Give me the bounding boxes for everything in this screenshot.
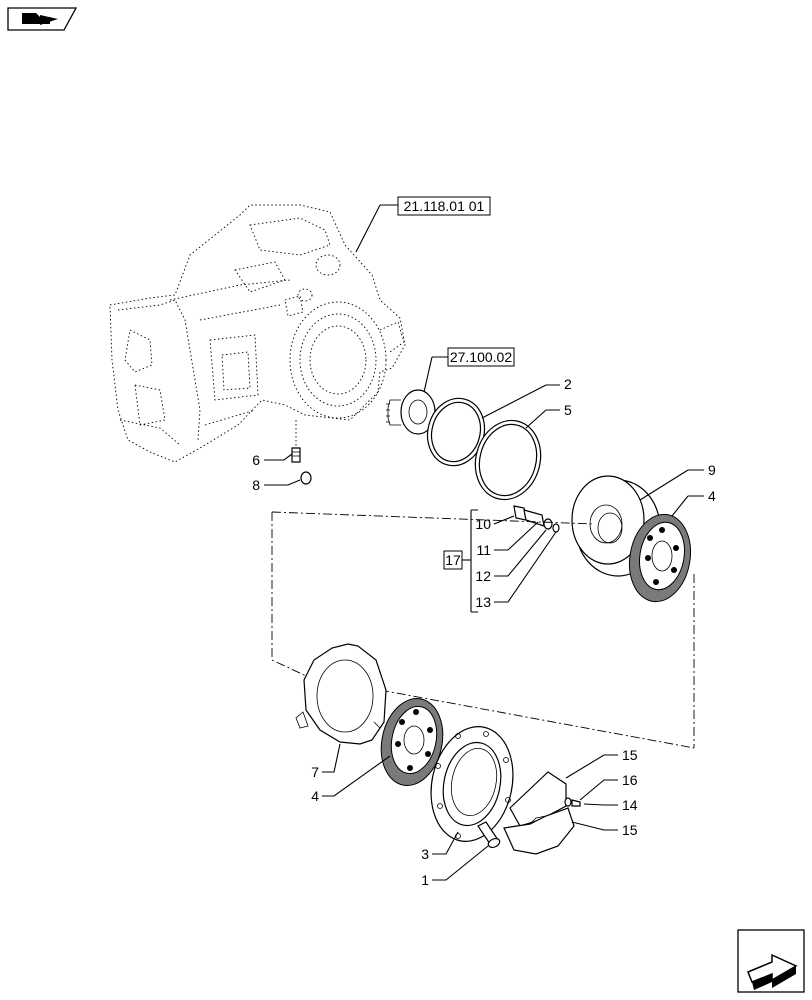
callout-2: 2 bbox=[564, 376, 572, 392]
callout-5: 5 bbox=[564, 402, 572, 418]
part-4-friction-disc-lower bbox=[380, 698, 444, 786]
reference-box-kit[interactable]: 17 bbox=[443, 550, 463, 570]
part-5-ring bbox=[474, 419, 542, 501]
callout-1: 1 bbox=[421, 872, 429, 888]
callout-10: 10 bbox=[475, 516, 491, 532]
reference-label-housing: 21.118.01 01 bbox=[404, 198, 485, 214]
previous-page-icon[interactable] bbox=[7, 7, 78, 31]
callout-16: 16 bbox=[622, 772, 638, 788]
reference-label-hub: 27.100.02 bbox=[450, 349, 512, 365]
callout-12: 12 bbox=[475, 568, 491, 584]
hub-assembly bbox=[386, 389, 436, 435]
callout-9: 9 bbox=[708, 462, 716, 478]
bleeder-valve-kit bbox=[513, 505, 560, 533]
callout-4-lower: 4 bbox=[311, 788, 319, 804]
callout-11: 11 bbox=[476, 542, 491, 558]
callout-4-upper: 4 bbox=[708, 488, 716, 504]
callout-labels: 1 2 3 4 4 5 6 7 8 9 10 11 12 13 14 15 15… bbox=[252, 376, 716, 888]
callout-6: 6 bbox=[252, 452, 260, 468]
part-3-brake-cover bbox=[430, 726, 514, 842]
reference-box-hub[interactable]: 27.100.02 bbox=[447, 347, 515, 367]
callout-8: 8 bbox=[252, 477, 260, 493]
callout-13: 13 bbox=[475, 594, 491, 610]
next-page-icon[interactable] bbox=[737, 929, 805, 993]
part-2-ring bbox=[426, 397, 486, 467]
reference-box-housing[interactable]: 21.118.01 01 bbox=[397, 196, 491, 216]
reference-label-kit: 17 bbox=[445, 552, 461, 568]
part-14-16-screw bbox=[564, 797, 581, 807]
part-7-pressure-plate bbox=[295, 643, 387, 745]
part-15-cover-plates bbox=[503, 771, 575, 855]
callout-14: 14 bbox=[622, 797, 638, 813]
transmission-housing bbox=[109, 204, 406, 463]
callout-15-lower: 15 bbox=[622, 822, 638, 838]
callout-15-upper: 15 bbox=[622, 747, 638, 763]
part-1-bolt bbox=[477, 821, 501, 849]
leader-lines bbox=[264, 204, 704, 881]
part-6-plug bbox=[291, 420, 301, 463]
callout-7: 7 bbox=[311, 764, 319, 780]
part-8-o-ring bbox=[300, 471, 312, 485]
callout-3: 3 bbox=[421, 846, 429, 862]
part-4-friction-disc-upper bbox=[628, 513, 692, 603]
